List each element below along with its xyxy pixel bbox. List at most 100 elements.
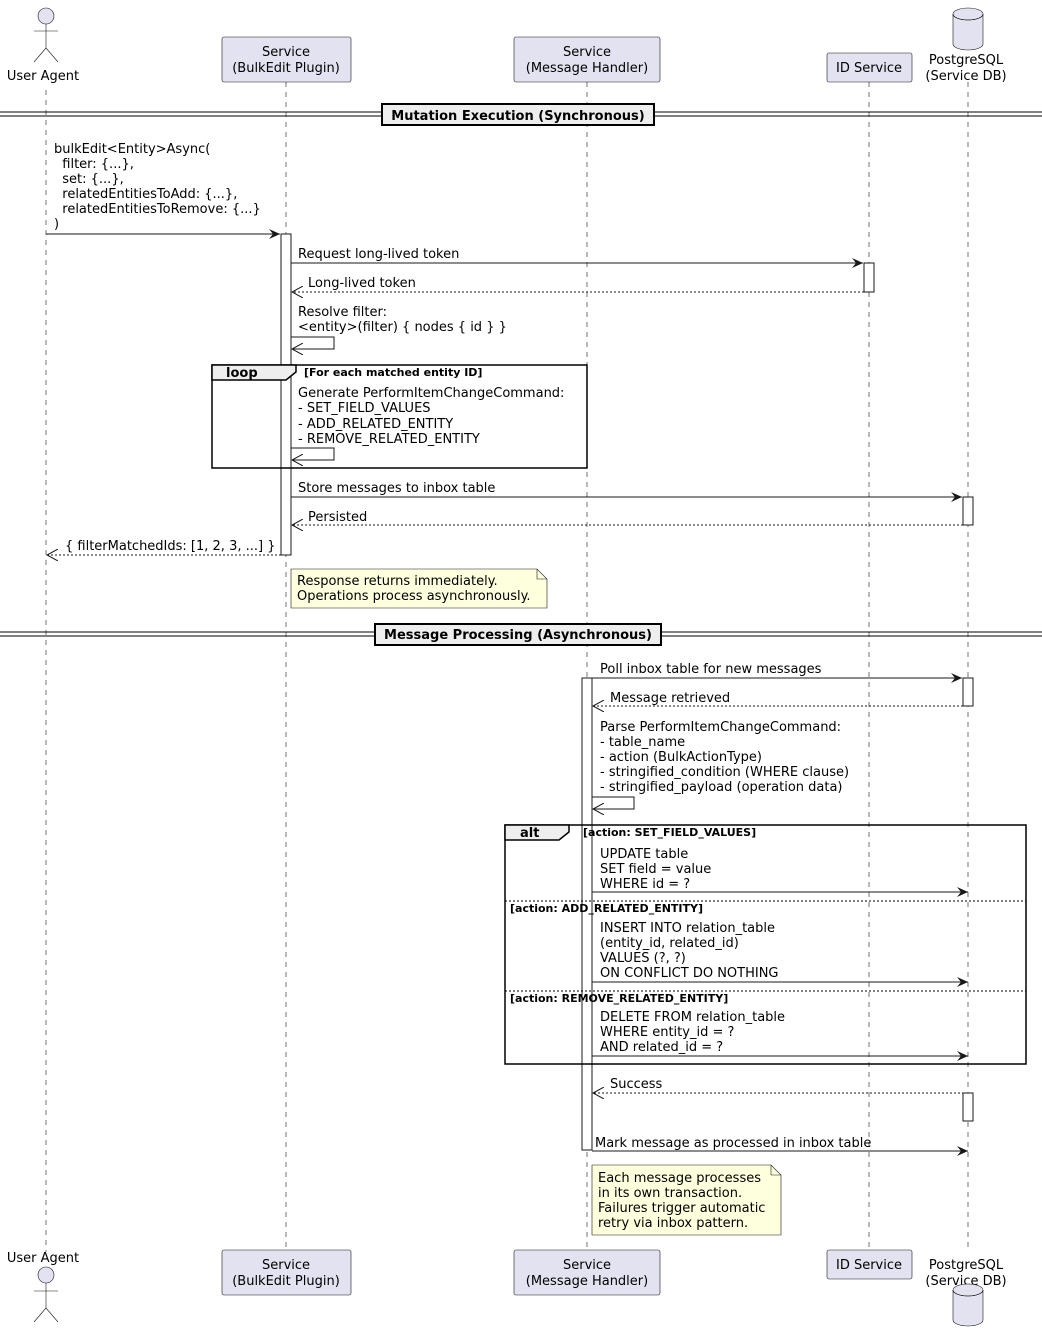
message-persisted: Persisted — [292, 510, 963, 525]
loop-fragment: loop [For each matched entity ID] Genera… — [211, 364, 588, 469]
participant-handler-top: Service (Message Handler) — [513, 36, 661, 83]
message-label: Mark message as processed in inbox table — [595, 1136, 871, 1151]
message-label: filter: {...}, — [54, 157, 134, 172]
message-label: VALUES (?, ?) — [600, 951, 686, 966]
message-label: Generate PerformItemChangeCommand: — [298, 386, 564, 401]
message-label: Resolve filter: — [298, 305, 387, 320]
message-label: Parse PerformItemChangeCommand: — [600, 720, 841, 735]
participant-label: (BulkEdit Plugin) — [232, 61, 340, 76]
participant-label: (Message Handler) — [526, 61, 648, 76]
message-label: AND related_id = ? — [600, 1040, 723, 1055]
participant-label: (Service DB) — [925, 69, 1006, 84]
divider-sync: Mutation Execution (Synchronous) — [0, 103, 1042, 126]
message-update-sql: UPDATE table SET field = value WHERE id … — [592, 847, 968, 897]
participant-user-agent-bottom: User Agent — [7, 1251, 79, 1323]
participant-user-agent-top: User Agent — [7, 7, 79, 84]
participant-label: (Message Handler) — [526, 1274, 648, 1289]
message-success: Success — [593, 1077, 968, 1093]
self-message-arrow — [291, 447, 335, 460]
message-poll-inbox: Poll inbox table for new messages — [587, 662, 962, 683]
message-label: set: {...}, — [54, 172, 124, 187]
message-label: - table_name — [600, 735, 685, 750]
message-label: bulkEdit<Entity>Async( — [54, 142, 210, 157]
message-label: - action (BulkActionType) — [600, 750, 762, 765]
message-label: Store messages to inbox table — [298, 481, 495, 496]
message-bulk-edit-call: bulkEdit<Entity>Async( filter: {...}, se… — [46, 142, 280, 239]
message-retrieved: Message retrieved — [593, 691, 963, 706]
note-text: Failures trigger automatic — [598, 1201, 765, 1216]
actor-icon — [33, 1266, 59, 1323]
message-label: (entity_id, related_id) — [600, 936, 739, 951]
loop-condition: [For each matched entity ID] — [304, 366, 482, 379]
message-mark-processed: Mark message as processed in inbox table — [592, 1136, 968, 1156]
message-label: Message retrieved — [610, 691, 730, 706]
note-text: Operations process asynchronously. — [297, 589, 531, 604]
alt-condition: [action: ADD_RELATED_ENTITY] — [510, 902, 703, 915]
participant-label: ID Service — [836, 61, 902, 76]
message-filter-result: { filterMatchedIds: [1, 2, 3, ...] } — [47, 539, 281, 555]
message-label: SET field = value — [600, 862, 711, 877]
alt-fragment: alt [action: SET_FIELD_VALUES] UPDATE ta… — [504, 824, 1027, 1065]
note-response: Response returns immediately. Operations… — [290, 568, 548, 609]
message-label: - stringified_condition (WHERE clause) — [600, 765, 849, 780]
divider-async: Message Processing (Asynchronous) — [0, 623, 1042, 646]
message-generate-command: Generate PerformItemChangeCommand: - SET… — [291, 386, 564, 460]
message-store-messages: Store messages to inbox table — [291, 481, 962, 502]
message-resolve-filter: Resolve filter: <entity>(filter) { nodes… — [291, 305, 507, 349]
activation-postgres — [962, 677, 974, 707]
activation-id-service — [863, 262, 875, 293]
participant-id-service-top: ID Service — [826, 52, 913, 83]
message-delete-sql: DELETE FROM relation_table WHERE entity_… — [592, 1010, 968, 1061]
message-token-return: Long-lived token — [292, 276, 864, 292]
participant-label: (BulkEdit Plugin) — [232, 1274, 340, 1289]
self-message-arrow — [291, 336, 335, 349]
participant-label: (Service DB) — [925, 1274, 1006, 1289]
participant-label: User Agent — [7, 69, 79, 84]
message-label: WHERE id = ? — [600, 877, 690, 892]
message-request-token: Request long-lived token — [291, 247, 863, 268]
note-text: Response returns immediately. — [297, 574, 498, 589]
participant-label: Service — [563, 45, 611, 60]
activation-postgres — [962, 1092, 974, 1122]
alt-condition: [action: REMOVE_RELATED_ENTITY] — [510, 992, 728, 1005]
message-label: - ADD_RELATED_ENTITY — [298, 417, 453, 432]
message-label: Persisted — [308, 510, 367, 525]
message-label: Poll inbox table for new messages — [600, 662, 822, 677]
alt-label: alt — [520, 826, 539, 841]
actor-icon — [33, 7, 59, 63]
divider-label: Message Processing (Asynchronous) — [384, 628, 652, 643]
activation-postgres — [962, 496, 974, 526]
participant-bulkedit-bottom: Service (BulkEdit Plugin) — [221, 1249, 352, 1296]
message-parse-command: Parse PerformItemChangeCommand: - table_… — [592, 720, 849, 809]
participant-bulkedit-top: Service (BulkEdit Plugin) — [221, 36, 352, 83]
message-label: Request long-lived token — [298, 247, 459, 262]
message-label: INSERT INTO relation_table — [600, 921, 775, 936]
message-label: ON CONFLICT DO NOTHING — [600, 966, 779, 981]
message-label: Success — [610, 1077, 663, 1092]
message-label: relatedEntitiesToAdd: {...}, — [54, 187, 237, 202]
participant-handler-bottom: Service (Message Handler) — [513, 1249, 661, 1296]
message-label: - SET_FIELD_VALUES — [298, 401, 431, 416]
participant-postgres-bottom: PostgreSQL (Service DB) — [925, 1258, 1007, 1327]
message-label: - stringified_payload (operation data) — [600, 780, 843, 795]
message-label: relatedEntitiesToRemove: {...} — [54, 202, 261, 217]
database-icon — [952, 7, 984, 51]
message-label: - REMOVE_RELATED_ENTITY — [298, 432, 480, 447]
participant-label: User Agent — [7, 1251, 79, 1266]
message-label: DELETE FROM relation_table — [600, 1010, 785, 1025]
participant-label: ID Service — [836, 1258, 902, 1273]
participant-label: Service — [262, 45, 310, 60]
alt-condition: [action: SET_FIELD_VALUES] — [583, 826, 756, 839]
participant-label: Service — [563, 1258, 611, 1273]
participant-label: PostgreSQL — [929, 1258, 1004, 1273]
note-text: in its own transaction. — [598, 1186, 742, 1201]
activation-bulkedit — [280, 233, 292, 556]
message-label: UPDATE table — [600, 847, 688, 862]
loop-label: loop — [226, 366, 258, 381]
database-icon — [952, 1283, 984, 1327]
message-label: Long-lived token — [308, 276, 416, 291]
note-text: retry via inbox pattern. — [598, 1216, 748, 1231]
message-label: WHERE entity_id = ? — [600, 1025, 734, 1040]
note-transaction: Each message processes in its own transa… — [591, 1164, 782, 1236]
